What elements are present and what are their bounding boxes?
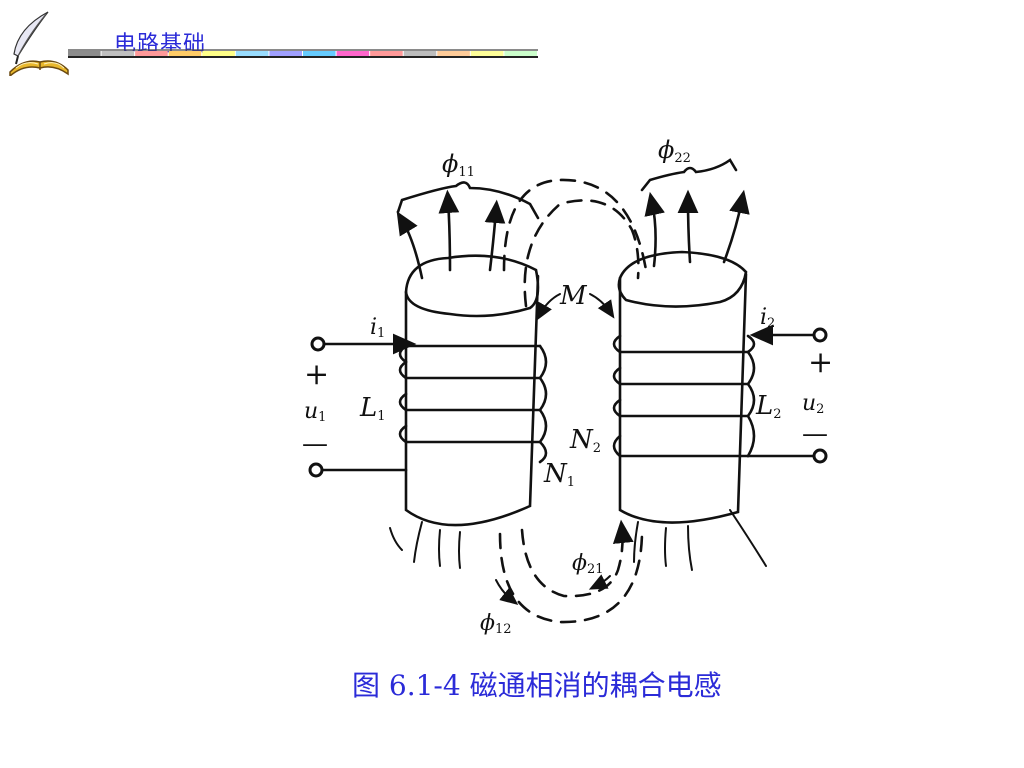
stripe-segment (168, 51, 202, 56)
label-phi11: ϕ11 (442, 150, 475, 180)
phi21-arrow (588, 574, 611, 590)
label-u1: u1 (304, 399, 326, 425)
label-minus-1: — (302, 429, 328, 459)
label-N1: N1 (543, 459, 575, 490)
label-phi21: ϕ21 (572, 551, 604, 577)
quill-book-logo-icon (9, 11, 69, 76)
mutual-inductance-arrows (536, 293, 615, 321)
left-coil-L1 (398, 344, 548, 464)
stripe-segment (135, 51, 168, 56)
label-M: M (559, 281, 588, 311)
label-i1: i1 (370, 315, 385, 341)
figure-caption: 图 6.1-4 磁通相消的耦合电感 (352, 669, 722, 702)
header-stripe-bar (68, 49, 538, 58)
phi12-arrow (495, 579, 519, 605)
stripe-segment (269, 51, 302, 56)
label-L2: L2 (755, 391, 782, 422)
stripe-segment (235, 51, 269, 56)
right-terminals (746, 324, 818, 458)
left-terminals (320, 333, 417, 472)
terminal-1-top (310, 336, 326, 352)
bottom-flux-lines (389, 509, 767, 571)
stripe-segment (403, 51, 437, 56)
stripe-segment (202, 51, 235, 56)
label-phi12: ϕ12 (480, 611, 512, 637)
stripe-segment (101, 51, 135, 56)
label-u2: u2 (802, 391, 824, 417)
left-core (404, 254, 540, 527)
label-minus-2: — (802, 419, 828, 449)
right-core (617, 250, 748, 524)
stripe-segment (470, 51, 504, 56)
stripe-segment (303, 51, 336, 56)
right-coil-L2 (612, 334, 756, 458)
stripe-segment (336, 51, 370, 56)
stripe-segment (504, 51, 537, 56)
phi22-flux-lines (640, 158, 750, 268)
terminal-2-top (812, 327, 828, 343)
terminal-2-bottom (812, 448, 828, 464)
label-plus-1: + (304, 357, 329, 392)
label-plus-2: + (808, 345, 833, 380)
terminal-1-bottom (308, 462, 324, 478)
label-N2: N2 (569, 425, 601, 456)
stripe-segment (437, 51, 470, 56)
stripe-segment (370, 51, 403, 56)
coupled-inductor-diagram: ϕ11 ϕ22 M i1 i2 + + u1 u2 — — L1 L2 N2 N… (302, 136, 833, 637)
stripe-segment (68, 51, 101, 56)
label-L1: L1 (359, 393, 386, 424)
phi11-flux-lines (396, 181, 540, 280)
mutual-flux-loops (498, 178, 648, 624)
label-i2: i2 (760, 305, 775, 331)
label-phi22: ϕ22 (658, 136, 691, 166)
